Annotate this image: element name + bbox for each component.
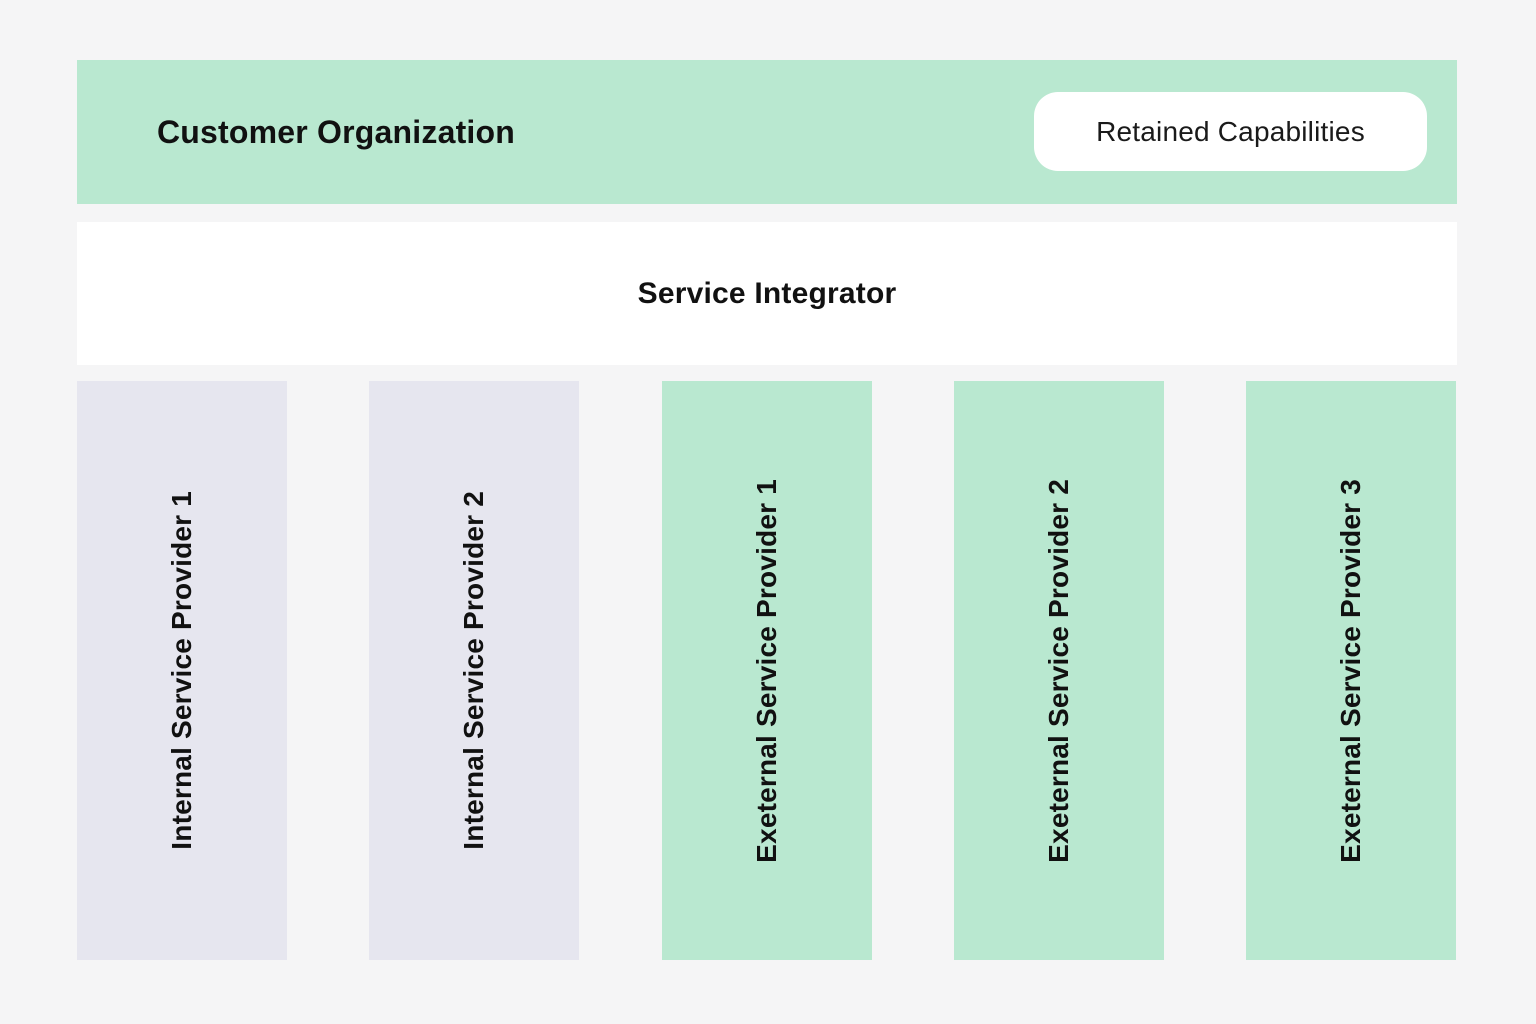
service-integrator-label: Service Integrator <box>637 276 897 310</box>
internal-service-provider-2-column: Internal Service Provider 2 <box>369 381 579 960</box>
customer-organization-banner: Customer Organization Retained Capabilit… <box>77 60 1457 204</box>
external-service-provider-2-column: Exeternal Service Provider 2 <box>954 381 1164 960</box>
internal-service-provider-1-label: Internal Service Provider 1 <box>166 491 197 850</box>
external-service-provider-2-label: Exeternal Service Provider 2 <box>1043 478 1074 863</box>
retained-capabilities-label: Retained Capabilities <box>1096 115 1365 147</box>
customer-organization-title: Customer Organization <box>157 113 516 150</box>
internal-service-provider-1-column: Internal Service Provider 1 <box>77 381 287 960</box>
external-service-provider-1-label: Exeternal Service Provider 1 <box>751 478 782 863</box>
external-service-provider-3-column: Exeternal Service Provider 3 <box>1246 381 1456 960</box>
internal-service-provider-2-label: Internal Service Provider 2 <box>458 491 489 850</box>
external-service-provider-3-label: Exeternal Service Provider 3 <box>1335 478 1366 863</box>
retained-capabilities-pill: Retained Capabilities <box>1034 92 1427 171</box>
service-integrator-band: Service Integrator <box>77 222 1457 365</box>
external-service-provider-1-column: Exeternal Service Provider 1 <box>662 381 872 960</box>
